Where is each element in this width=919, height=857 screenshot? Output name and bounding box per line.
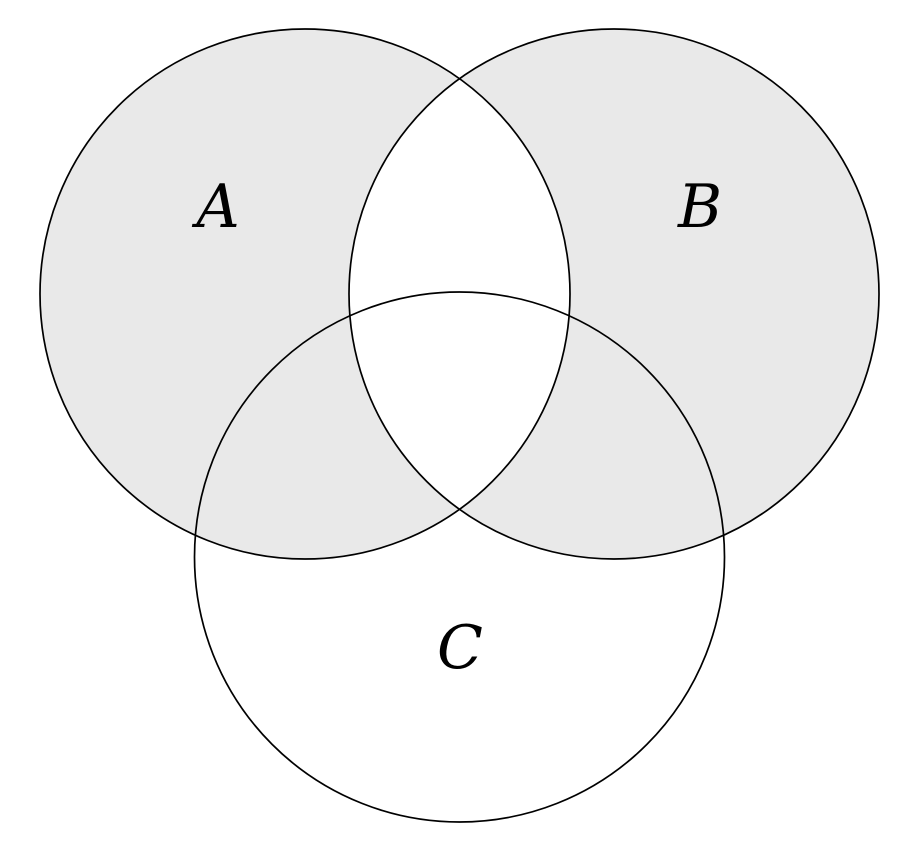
- label-set-b: B: [677, 172, 722, 242]
- circle-b-outline: [348, 28, 880, 560]
- intersection-ab-unshaded-region: [349, 29, 570, 559]
- label-set-a: A: [191, 172, 239, 242]
- circle-a-outline: [39, 28, 571, 560]
- circle-c-outline: [193, 291, 726, 823]
- label-set-c: C: [437, 613, 483, 683]
